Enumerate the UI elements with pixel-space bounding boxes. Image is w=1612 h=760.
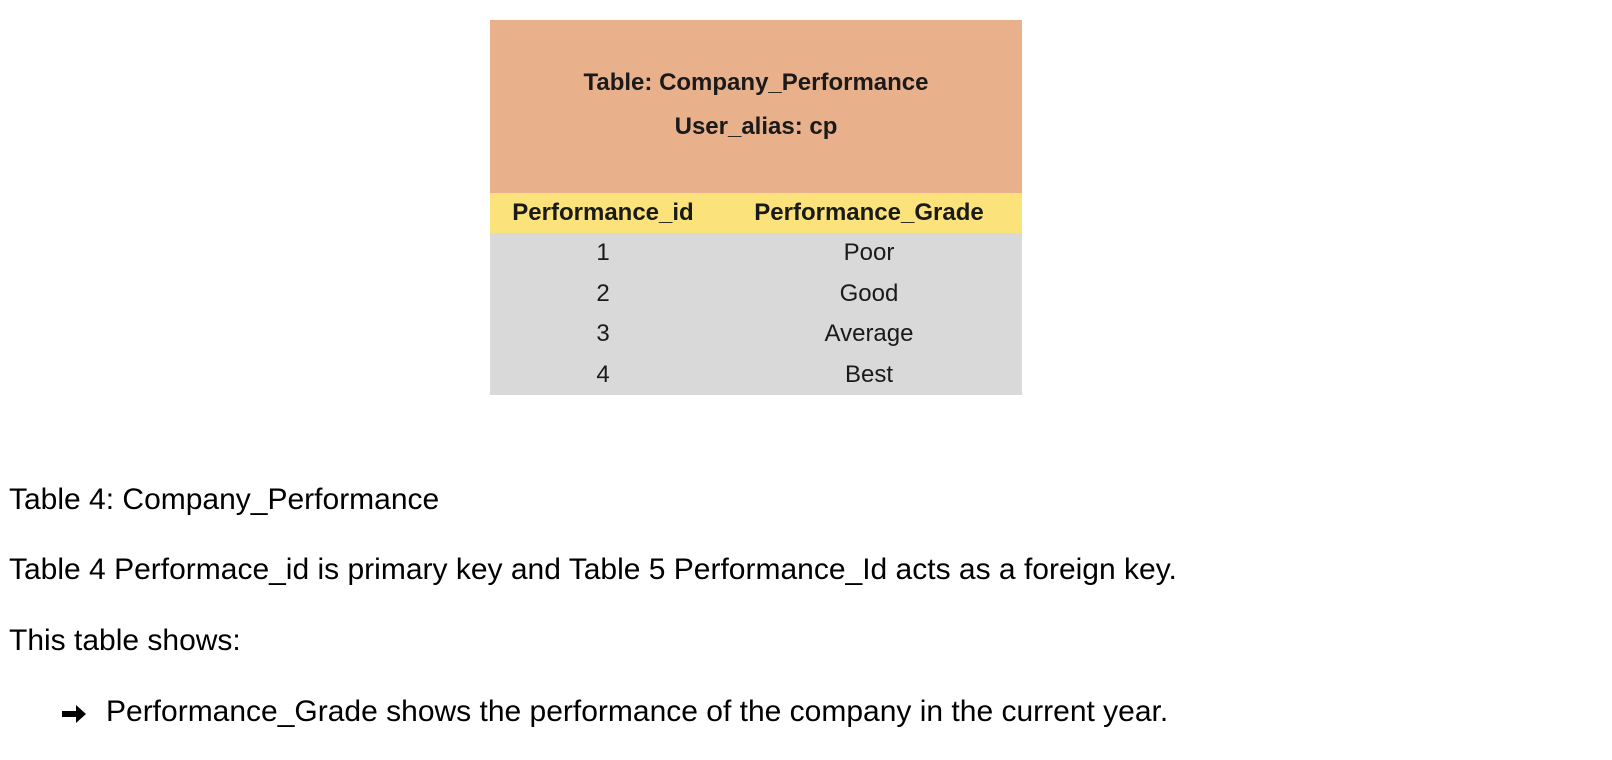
bullet-intro: This table shows: (9, 624, 241, 657)
cell-performance-grade: Good (839, 279, 899, 307)
table-column-headers: Performance_id Performance_Grade (490, 193, 1022, 233)
cell-performance-grade: Best (844, 360, 894, 388)
table-row: 4 Best (490, 355, 1022, 396)
table-row: 2 Good (490, 274, 1022, 315)
table-body: 1 Poor 2 Good 3 Average 4 Best (490, 233, 1022, 395)
cell-performance-id: 4 (596, 360, 610, 388)
table-row: 1 Poor (490, 233, 1022, 274)
column-header-performance-id: Performance_id (512, 199, 694, 226)
cell-performance-grade: Poor (843, 239, 895, 267)
table-title: Table: Company_Performance (583, 68, 929, 96)
cell-performance-grade: Average (824, 320, 914, 348)
table-row: 3 Average (490, 314, 1022, 355)
bullet-text: Performance_Grade shows the performance … (106, 695, 1169, 728)
cell-performance-id: 3 (596, 320, 610, 348)
bullet-item: Performance_Grade shows the performance … (60, 695, 1168, 729)
arrow-right-icon (60, 700, 88, 724)
cell-performance-id: 1 (596, 239, 610, 267)
table-alias: User_alias: cp (674, 112, 838, 140)
column-header-performance-grade: Performance_Grade (754, 199, 984, 226)
table-header: Table: Company_Performance User_alias: c… (490, 20, 1022, 193)
cell-performance-id: 2 (596, 279, 610, 307)
company-performance-table-image: Table: Company_Performance User_alias: c… (490, 20, 1022, 395)
table-description: Table 4 Performace_id is primary key and… (9, 553, 1177, 586)
table-caption: Table 4: Company_Performance (9, 483, 440, 516)
